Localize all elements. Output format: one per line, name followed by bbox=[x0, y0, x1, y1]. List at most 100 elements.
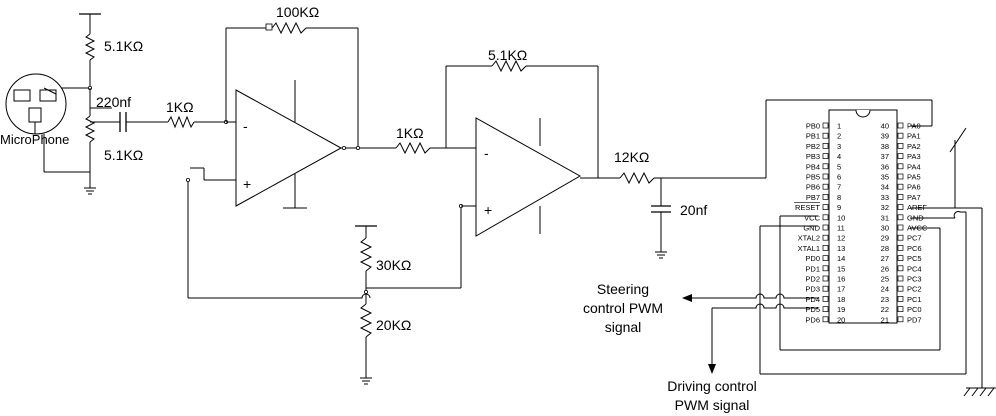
mcu-pin-pd5: PD5 19 bbox=[805, 305, 845, 314]
mcu-pin-name: XTAL2 bbox=[798, 234, 820, 243]
resistor-r-feedback bbox=[271, 21, 307, 35]
label-r-top: 5.1KΩ bbox=[104, 38, 143, 54]
mcu-pin-number: 31 bbox=[881, 213, 889, 222]
mcu-pin-pb1: PB1 2 bbox=[806, 132, 841, 141]
label-r-div-bottom: 20KΩ bbox=[376, 317, 411, 333]
mcu-pin-number: 32 bbox=[881, 203, 889, 212]
steering-label-line2: control PWM bbox=[583, 300, 663, 316]
mcu-pin-name: PB1 bbox=[806, 132, 820, 141]
mcu-pin-number: 18 bbox=[837, 295, 845, 304]
mcu-body bbox=[828, 109, 898, 324]
opamp-stage-1: - + 100KΩ bbox=[185, 4, 396, 298]
ground-symbol-mic bbox=[84, 187, 96, 195]
input-coupling: 220nf 1KΩ bbox=[90, 94, 226, 132]
mcu-pin-number: 26 bbox=[881, 264, 889, 273]
mcu-pin-number: 7 bbox=[837, 183, 841, 192]
mcu-pin-number: 1 bbox=[837, 122, 841, 131]
stage2-minus-label: - bbox=[484, 145, 489, 161]
mcu-pin-name: PB4 bbox=[806, 162, 820, 171]
mcu-pin-pa5: 35 PA5 bbox=[881, 173, 921, 182]
mcu-pin-number: 35 bbox=[881, 173, 889, 182]
mcu-pin-name: PA3 bbox=[907, 152, 921, 161]
antenna-line bbox=[949, 127, 967, 153]
mcu-pin-number: 40 bbox=[881, 122, 889, 131]
mcu-pin-number: 21 bbox=[881, 315, 889, 324]
mcu-pin-name: PA7 bbox=[907, 193, 921, 202]
mcu-pin-pd4: PD4 18 bbox=[805, 295, 845, 304]
resistor-r-top bbox=[84, 33, 96, 61]
mcu-pin-name: PB3 bbox=[806, 152, 820, 161]
label-r-stage2-in: 1KΩ bbox=[396, 125, 424, 141]
resistor-r-div-top bbox=[359, 237, 373, 272]
resistor-r-stage2-fb bbox=[491, 59, 527, 73]
mcu-pin-number: 27 bbox=[881, 254, 889, 263]
mcu-pin-name: PB6 bbox=[806, 183, 820, 192]
mcu-pin-name: PC1 bbox=[907, 295, 922, 304]
mcu-pin-number: 11 bbox=[837, 224, 845, 233]
mcu-pin-pb2: PB2 3 bbox=[806, 142, 841, 151]
label-c-filter: 20nf bbox=[680, 202, 707, 218]
mcu-pin-number: 23 bbox=[881, 295, 889, 304]
mcu-notch bbox=[855, 109, 871, 118]
mcu-pin-number: 25 bbox=[881, 275, 889, 284]
mcu-pin-gnd: GND 11 bbox=[803, 224, 844, 233]
mcu-pin-number: 3 bbox=[837, 142, 841, 151]
mcu-pin-number: 33 bbox=[881, 193, 889, 202]
label-r-in: 1KΩ bbox=[166, 99, 194, 115]
mcu-pin-number: 4 bbox=[837, 152, 841, 161]
signal-labels: Steering control PWM signal Driving cont… bbox=[583, 281, 757, 413]
ground-symbol-filter bbox=[655, 251, 667, 259]
mcu-pin-number: 19 bbox=[837, 305, 845, 314]
mcu-pin-name: PB7 bbox=[806, 193, 820, 202]
mcu-pin-name: PD5 bbox=[805, 305, 820, 314]
mcu-pin-name: PC5 bbox=[907, 254, 922, 263]
mcu-pin-number: 22 bbox=[881, 305, 889, 314]
ground-symbol-divider bbox=[360, 377, 372, 385]
bias-network: 5.1KΩ 5.1KΩ bbox=[44, 13, 143, 195]
mcu-pin-number: 14 bbox=[837, 254, 845, 263]
mcu-pin-number: 2 bbox=[837, 132, 841, 141]
stage2-plus-label: + bbox=[484, 202, 492, 218]
mcu-pin-number: 37 bbox=[881, 152, 889, 161]
mcu-pin-name: PB2 bbox=[806, 142, 820, 151]
label-r-filter: 12KΩ bbox=[614, 149, 649, 165]
mcu-pin-name: PC2 bbox=[907, 285, 922, 294]
mcu-pin-number: 36 bbox=[881, 162, 889, 171]
label-r-div-top: 30KΩ bbox=[376, 257, 411, 273]
resistor-r-stage2-in bbox=[395, 141, 431, 155]
microphone-connector: MicroPhone bbox=[0, 73, 69, 172]
mcu-pin-number: 30 bbox=[881, 224, 889, 233]
mcu-pin-name: PD2 bbox=[805, 275, 820, 284]
mcu-pin-number: 20 bbox=[837, 315, 845, 324]
mcu-pin-number: 12 bbox=[837, 234, 845, 243]
mcu-pin-name: PD4 bbox=[805, 295, 820, 304]
mcu-pin-pb6: PB6 7 bbox=[806, 183, 841, 192]
mcu-pin-name: PC3 bbox=[907, 275, 922, 284]
steering-label-line3: signal bbox=[605, 319, 642, 335]
mcu-pin-name: PA5 bbox=[907, 173, 921, 182]
mcu-pin-number: 34 bbox=[881, 183, 889, 192]
mcu-pin-name: VCC bbox=[804, 213, 820, 222]
label-r-stage2-fb: 5.1KΩ bbox=[488, 47, 527, 63]
output-filter: 12KΩ 20nf bbox=[614, 149, 766, 259]
mcu-pin-number: 5 bbox=[837, 162, 841, 171]
mcu-pin-number: 24 bbox=[881, 285, 889, 294]
resistor-r-div-bottom bbox=[359, 303, 373, 338]
mcu-pin-number: 9 bbox=[837, 203, 841, 212]
mcu-pin-name: GND bbox=[803, 224, 820, 233]
resistor-r-in bbox=[167, 115, 195, 129]
